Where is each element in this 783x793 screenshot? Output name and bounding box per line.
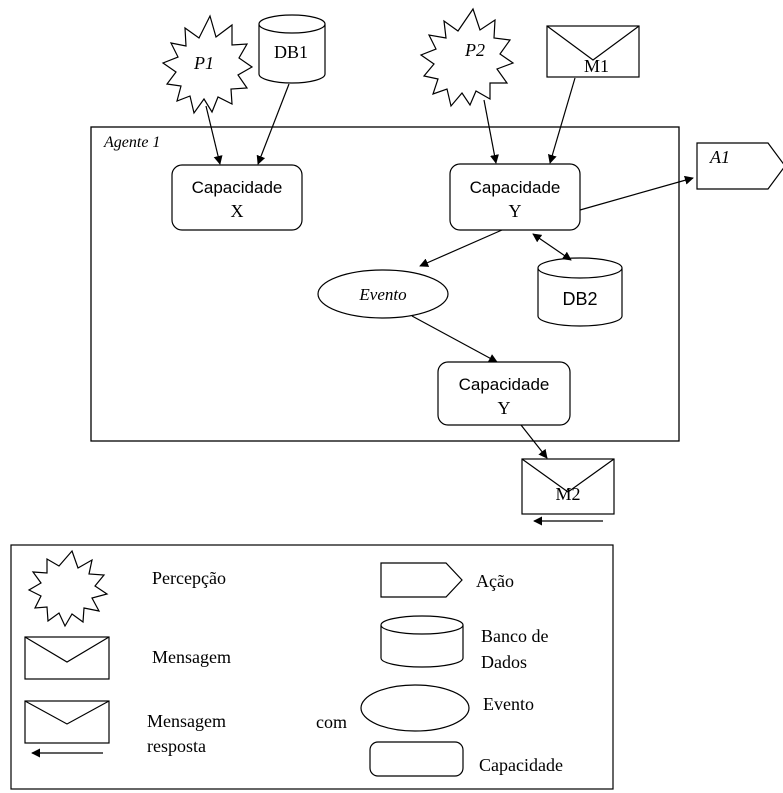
perception-p2: P2	[419, 7, 515, 108]
action-a1: A1	[696, 142, 783, 190]
event-ellipse	[317, 269, 449, 319]
envelope-flap	[521, 458, 615, 493]
perception-p1: P1	[161, 14, 254, 115]
legend-envelope-flap	[24, 636, 110, 663]
starburst-icon	[419, 7, 515, 108]
event-label: Evento	[358, 285, 406, 304]
arrow-capability-y-to-event	[419, 229, 503, 267]
agent-title: Agente 1	[103, 134, 160, 151]
capability-box	[171, 164, 303, 231]
perception-p1-label: P1	[193, 53, 214, 73]
capability-x: Capacidade X	[171, 164, 303, 231]
capability-y-top: Capacidade Y	[449, 163, 581, 231]
legend-capability-box	[369, 741, 464, 777]
arrow-p1-to-capability-x	[205, 105, 223, 165]
legend-response-envelope-flap	[24, 700, 110, 725]
legend-banco-line1: Banco de	[481, 626, 548, 646]
envelope-icon	[521, 458, 615, 515]
legend-banco-line2: Dados	[481, 652, 527, 672]
legend: Percepção Ação Mensagem Banco de Dados M…	[10, 544, 614, 790]
capability-box	[449, 163, 581, 231]
perception-p2-label: P2	[464, 40, 485, 60]
database-db1-label: DB1	[274, 42, 308, 62]
event: Evento	[317, 269, 449, 319]
database-icon	[258, 14, 326, 84]
connectors	[205, 77, 694, 459]
message-m2: M2	[521, 458, 615, 526]
action-a1-label: A1	[709, 147, 730, 167]
legend-resposta-line1: Mensagem	[147, 711, 226, 731]
legend-evento-label: Evento	[483, 694, 534, 714]
legend-action-shape-icon	[380, 562, 463, 598]
legend-perception-starburst-icon	[27, 549, 109, 628]
capability-box	[437, 361, 571, 426]
legend-mensagem-label: Mensagem	[152, 647, 231, 667]
capability-y-bottom-line1: Capacidade	[459, 375, 550, 394]
legend-event-ellipse	[360, 684, 470, 732]
legend-resposta-line2: resposta	[147, 736, 206, 756]
capability-x-line2: X	[231, 201, 244, 221]
legend-database-icon	[380, 615, 464, 668]
envelope-flap	[546, 25, 640, 61]
legend-box	[10, 544, 614, 790]
legend-com-label: com	[316, 712, 347, 732]
legend-percepcao-label: Percepção	[152, 568, 226, 588]
database-icon	[537, 257, 623, 327]
starburst-icon	[161, 14, 254, 115]
agent-boundary	[90, 126, 680, 442]
arrow-capability-y-db2-bidirectional	[532, 233, 572, 261]
message-m1: M1	[546, 25, 640, 78]
database-db1: DB1	[258, 14, 326, 84]
message-m2-label: M2	[555, 484, 580, 504]
capability-y-top-line1: Capacidade	[470, 178, 561, 197]
database-db2-label: DB2	[562, 289, 597, 309]
capability-x-line1: Capacidade	[192, 178, 283, 197]
capability-y-bottom-line2: Y	[498, 398, 511, 418]
capability-y-top-line2: Y	[509, 201, 522, 221]
arrow-db1-to-capability-x	[256, 83, 290, 165]
arrow-m1-to-capability-y	[547, 77, 576, 164]
arrow-p2-to-capability-y	[483, 99, 499, 164]
database-db2: DB2	[537, 257, 623, 327]
legend-capacidade-label: Capacidade	[479, 755, 563, 775]
action-shape-icon	[696, 142, 783, 190]
message-m1-label: M1	[584, 56, 609, 76]
arrow-capability-y-to-m2	[520, 424, 548, 459]
capability-y-bottom: Capacidade Y	[437, 361, 571, 426]
arrow-event-to-capability-y-bottom	[411, 315, 498, 363]
legend-acao-label: Ação	[476, 571, 514, 591]
legend-envelope-icon	[24, 636, 110, 680]
arrow-capability-y-to-a1	[579, 175, 694, 211]
envelope-icon	[546, 25, 640, 78]
